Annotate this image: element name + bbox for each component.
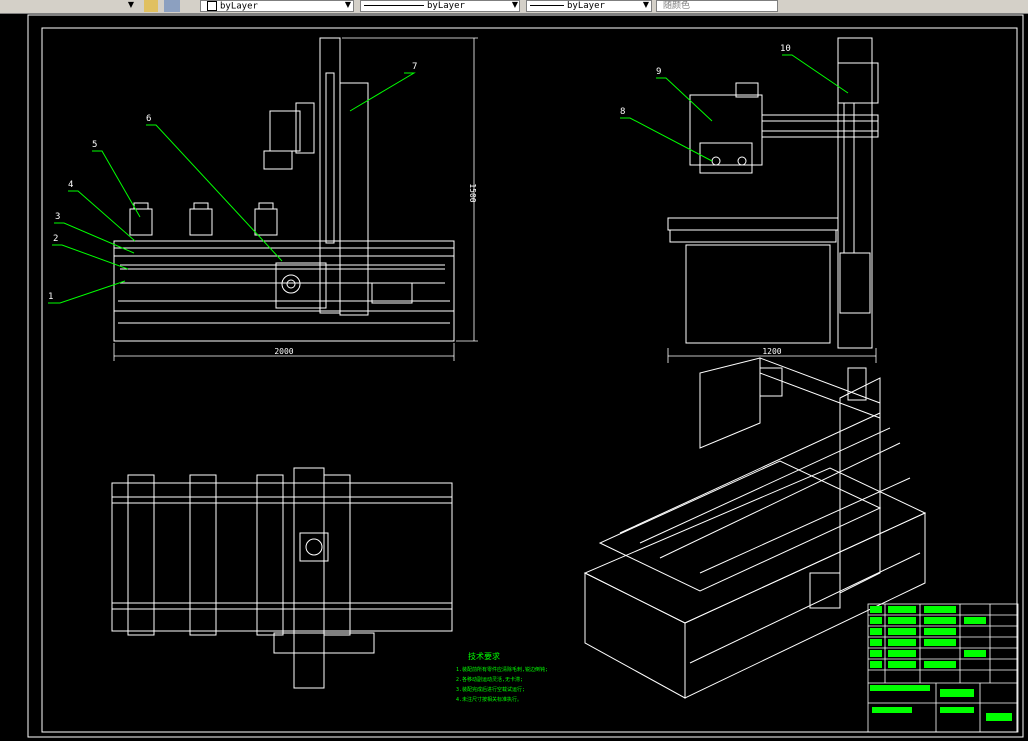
balloon-3: 3	[55, 212, 60, 222]
lineweight-preview	[530, 5, 564, 6]
balloon-2: 2	[53, 234, 58, 244]
sheet-outer-frame	[27, 14, 1024, 738]
balloon-6: 6	[146, 114, 151, 124]
top-view	[111, 467, 453, 689]
front-view	[113, 37, 455, 342]
chevron-down-icon[interactable]: ▼	[127, 0, 135, 9]
balloon-1: 1	[48, 292, 53, 302]
drawing-canvas[interactable]: 2000 1500 1200 1 2 3 4 5 6 7 8 9 10 技术要求…	[0, 13, 1028, 741]
balloon-7: 7	[412, 62, 417, 72]
title-block-fills	[870, 606, 1012, 721]
balloon-8: 8	[620, 107, 625, 117]
note-line: 3.装配完成后进行空载试运行;	[456, 686, 525, 693]
balloon-10: 10	[780, 44, 791, 54]
plotstyle-combo[interactable]: 随颜色	[656, 0, 778, 12]
notes-list: 1.装配前所有零件应清除毛刺,锐边倒钝; 2.各移动副运动灵活,无卡滞; 3.装…	[456, 666, 548, 703]
dim-side-width: 1200	[762, 347, 781, 356]
layer-states-icon[interactable]	[164, 0, 180, 12]
sheet-inner-frame	[41, 27, 1018, 733]
isometric-view	[583, 357, 927, 699]
color-swatch-icon	[207, 1, 217, 11]
title-block	[867, 603, 1019, 733]
note-line: 1.装配前所有零件应清除毛刺,锐边倒钝;	[456, 666, 548, 673]
lineweight-combo[interactable]: byLayer	[526, 0, 652, 12]
note-line: 4.未注尺寸按相关标准执行。	[456, 696, 522, 703]
color-layer-combo[interactable]: byLayer	[200, 0, 354, 12]
balloon-4: 4	[68, 180, 73, 190]
linetype-preview	[364, 5, 424, 6]
dim-front-height: 1500	[468, 183, 477, 202]
leader-lines	[48, 54, 849, 304]
side-view	[667, 37, 879, 349]
balloon-labels: 1 2 3 4 5 6 7 8 9 10	[48, 44, 791, 302]
properties-toolbar: ▼ byLayer ▼ byLayer ▼ byLayer ▼ 随颜色	[0, 0, 1028, 14]
note-line: 2.各移动副运动灵活,无卡滞;	[456, 676, 523, 683]
linetype-combo[interactable]: byLayer	[360, 0, 520, 12]
dimension-lines	[113, 37, 877, 363]
balloon-5: 5	[92, 140, 97, 150]
balloon-9: 9	[656, 67, 661, 77]
layer-manager-icon[interactable]	[144, 0, 158, 12]
dim-front-width: 2000	[274, 347, 293, 356]
chevron-down-icon[interactable]: ▼	[511, 0, 519, 9]
chevron-down-icon[interactable]: ▼	[642, 0, 650, 9]
chevron-down-icon[interactable]: ▼	[344, 0, 352, 9]
notes-title: 技术要求	[468, 651, 500, 661]
